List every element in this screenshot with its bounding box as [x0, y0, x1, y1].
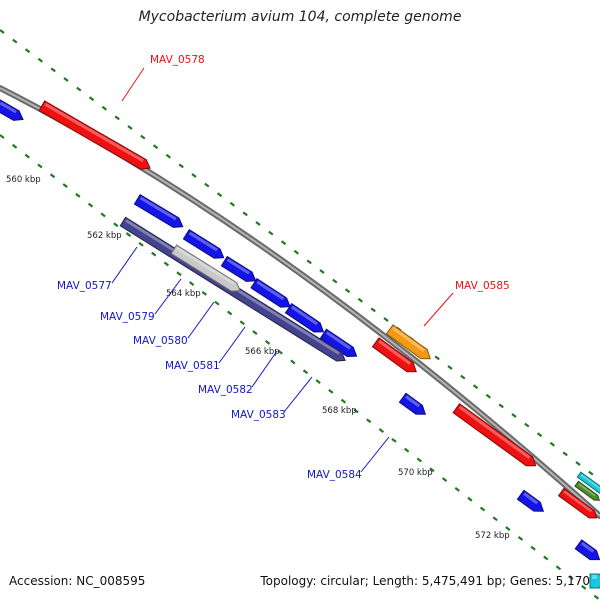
gene-label-mav-0584[interactable]: MAV_0584: [307, 469, 362, 481]
gene-label-mav-0582[interactable]: MAV_0582: [198, 384, 253, 396]
scale-tick-label: 572 kbp: [475, 531, 510, 541]
gene-label-leader-line: [423, 292, 454, 327]
gene-label-leader-line: [251, 350, 278, 388]
gene-label-mav-0583[interactable]: MAV_0583: [231, 409, 286, 421]
gene-mav-0584-arrow[interactable]: [398, 392, 428, 418]
gene-mav-0580-arrow[interactable]: [220, 255, 258, 286]
scale-tick-label: 566 kbp: [245, 347, 280, 357]
gene-label-leader-line: [121, 67, 145, 102]
gene-mav-0579-arrow[interactable]: [182, 228, 226, 263]
gene-feature-arrow[interactable]: [516, 489, 546, 515]
gene-mav-0578-arrow[interactable]: [38, 100, 153, 173]
accession-label: Accession: NC_008595: [9, 574, 146, 588]
scale-tick-label: 560 kbp: [6, 175, 41, 185]
genome-summary: Topology: circular; Length: 5,475,491 bp…: [260, 574, 590, 588]
gene-label-leader-line: [283, 376, 313, 413]
gene-label-mav-0581[interactable]: MAV_0581: [165, 360, 220, 372]
gene-feature-arrow[interactable]: [574, 480, 600, 502]
gene-feature-arrow[interactable]: [371, 337, 420, 376]
gene-mav-0582-arrow[interactable]: [284, 303, 327, 337]
inner-tick-ring: [0, 134, 600, 600]
gene-label-mav-0580[interactable]: MAV_0580: [133, 335, 188, 347]
pseudogene-segment[interactable]: [170, 244, 242, 295]
gene-mav-0577-arrow[interactable]: [133, 193, 185, 232]
gene-mav-0585-arrow[interactable]: [385, 324, 434, 363]
gene-feature-arrow[interactable]: [0, 99, 26, 125]
gene-label-leader-line: [218, 326, 246, 364]
gene-label-mav-0578[interactable]: MAV_0578: [150, 54, 205, 66]
gene-label-mav-0579[interactable]: MAV_0579: [100, 311, 155, 323]
gene-label-leader-line: [154, 278, 182, 315]
gene-label-mav-0577[interactable]: MAV_0577: [57, 280, 112, 292]
map-title: Mycobacterium avium 104, complete genome: [138, 9, 462, 25]
gene-feature-arrow[interactable]: [452, 403, 539, 471]
gene-feature-arrow[interactable]: [589, 573, 600, 589]
gene-label-leader-line: [360, 436, 390, 473]
outer-tick-ring: [0, 29, 600, 481]
gene-label-leader-line: [111, 246, 138, 284]
gene-label-leader-line: [187, 301, 215, 339]
scale-tick-label: 568 kbp: [322, 406, 357, 416]
gene-mav-0581-arrow[interactable]: [250, 277, 293, 312]
scale-tick-label: 570 kbp: [398, 468, 433, 478]
gene-mav-0583-arrow[interactable]: [319, 328, 359, 360]
gene-feature-arrow[interactable]: [557, 487, 600, 521]
gene-feature-arrow[interactable]: [574, 539, 600, 564]
gene-label-mav-0585[interactable]: MAV_0585: [455, 280, 510, 292]
scale-tick-label: 564 kbp: [166, 289, 201, 299]
scale-tick-label: 562 kbp: [87, 231, 122, 241]
